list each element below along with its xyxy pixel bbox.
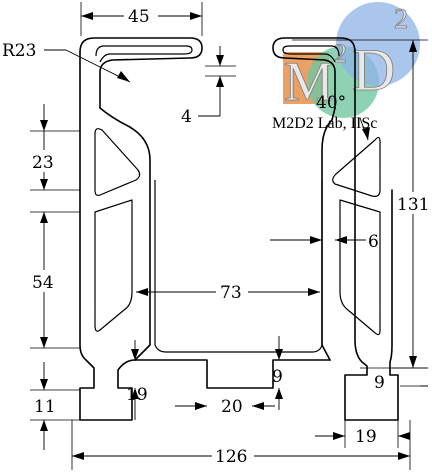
dim-angle: 40°	[316, 93, 370, 141]
dim-label-23: 23	[32, 153, 54, 173]
dim-label-9-tab: 9	[272, 367, 283, 387]
dim-lip: 4	[181, 46, 236, 127]
left-hook-inner	[95, 45, 193, 63]
dim-label-r23: R23	[2, 41, 36, 61]
channel-floor	[134, 359, 331, 389]
channel-inner	[154, 180, 323, 353]
dim-left-vertical: 23 54 11	[30, 104, 80, 450]
dim-label-126: 126	[215, 447, 247, 467]
channel-left-wall	[99, 107, 151, 361]
right-inner-wall	[321, 107, 336, 361]
logo-letter-2b: 2	[394, 4, 408, 35]
logo-letter-2a: 2	[334, 39, 347, 68]
dim-channel-width: 73	[136, 280, 320, 303]
dim-label-131: 131	[397, 195, 429, 215]
dim-label-4: 4	[181, 107, 192, 127]
dim-radius: R23	[2, 41, 131, 83]
left-outer-wall	[79, 51, 136, 421]
dim-label-20: 20	[221, 397, 243, 417]
dim-tab-height: 9	[272, 336, 283, 410]
right-lower-cavity	[339, 199, 381, 336]
left-lower-cavity	[94, 199, 133, 332]
dim-label-19-foot: 19	[355, 427, 377, 447]
dim-overall-width: 126	[71, 420, 411, 470]
logo-letter-m: M	[284, 51, 334, 113]
dim-label-40deg: 40°	[316, 93, 346, 113]
left-cavity	[94, 128, 141, 197]
right-hook	[272, 37, 356, 109]
dim-label-19-slot: 19	[126, 385, 148, 405]
dim-label-11: 11	[34, 397, 56, 417]
dim-label-6: 6	[368, 232, 379, 252]
dim-label-45: 45	[128, 7, 150, 27]
left-hook	[79, 37, 203, 109]
dim-width-top: 45	[80, 2, 203, 36]
right-cavity	[332, 136, 381, 197]
dim-label-54: 54	[32, 273, 54, 293]
right-hook-inner	[282, 45, 340, 63]
dim-foot-height: 9	[360, 367, 428, 393]
dim-tab-width: 20	[175, 397, 275, 417]
watermark-caption: M2D2 Lab, IISc	[272, 115, 377, 132]
logo-blue-circle	[336, 2, 420, 86]
dim-label-73: 73	[220, 283, 242, 303]
dim-label-9-foot: 9	[374, 373, 385, 393]
dim-overall-height: 131	[292, 39, 432, 369]
dim-wall: 6	[270, 232, 379, 252]
watermark-logo: M 2 D 2 M2D2 Lab, IISc	[272, 2, 420, 132]
dim-slot-height: 19	[126, 340, 148, 420]
logo-letter-d: D	[352, 37, 395, 103]
dim-foot-width: 19	[315, 420, 410, 448]
